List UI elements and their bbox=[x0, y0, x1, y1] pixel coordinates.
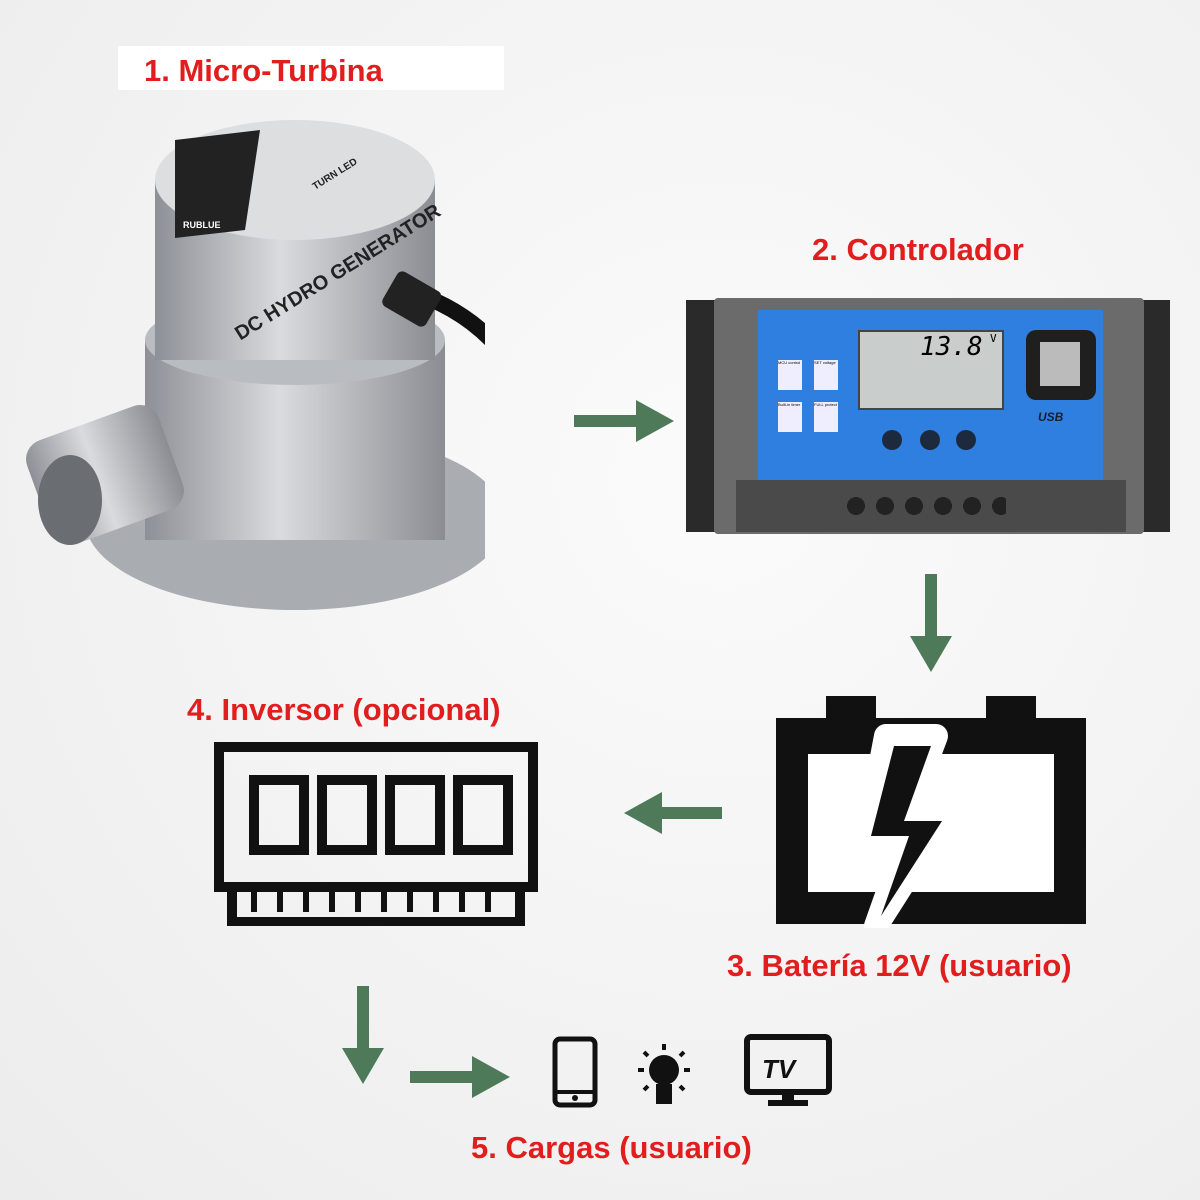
lcd-display: 13.8 V bbox=[858, 330, 1004, 410]
arrow-left bbox=[624, 792, 722, 834]
down-button bbox=[956, 430, 976, 450]
arrow-down-2 bbox=[342, 986, 384, 1084]
badge-protect: FULL protect bbox=[814, 402, 838, 432]
tv-label: TV bbox=[762, 1054, 798, 1084]
usb-label: USB bbox=[1038, 410, 1064, 424]
turbine-brand-text: RUBLUE bbox=[183, 220, 221, 230]
voltage-unit: V bbox=[990, 332, 997, 345]
label-battery: 3. Batería 12V (usuario) bbox=[727, 948, 1072, 983]
battery-icon bbox=[776, 696, 1086, 928]
tv-icon: TV bbox=[744, 1034, 832, 1106]
brand-logo bbox=[175, 130, 260, 238]
badge-timer: Built-in timer bbox=[778, 402, 802, 432]
arrow-right-2 bbox=[410, 1056, 510, 1098]
arrow-right-1 bbox=[574, 400, 674, 442]
label-loads: 5. Cargas (usuario) bbox=[471, 1130, 752, 1165]
arrow-down-1 bbox=[910, 574, 952, 672]
menu-button bbox=[882, 430, 902, 450]
turbine-image: RUBLUE DC HYDRO GENERATOR TURN LED bbox=[26, 120, 485, 610]
label-micro-turbine: 1. Micro-Turbina bbox=[118, 46, 504, 90]
label-controller: 2. Controlador bbox=[812, 232, 1024, 267]
badge-set: SET voltage bbox=[814, 360, 838, 390]
inverter-icon bbox=[214, 742, 538, 926]
phone-icon bbox=[552, 1036, 598, 1108]
badge-mcu: MCU control bbox=[778, 360, 802, 390]
up-button bbox=[920, 430, 940, 450]
label-inverter: 4. Inversor (opcional) bbox=[187, 692, 501, 727]
voltage-readout: 13.8 bbox=[920, 332, 983, 362]
bulb-icon bbox=[638, 1044, 690, 1104]
